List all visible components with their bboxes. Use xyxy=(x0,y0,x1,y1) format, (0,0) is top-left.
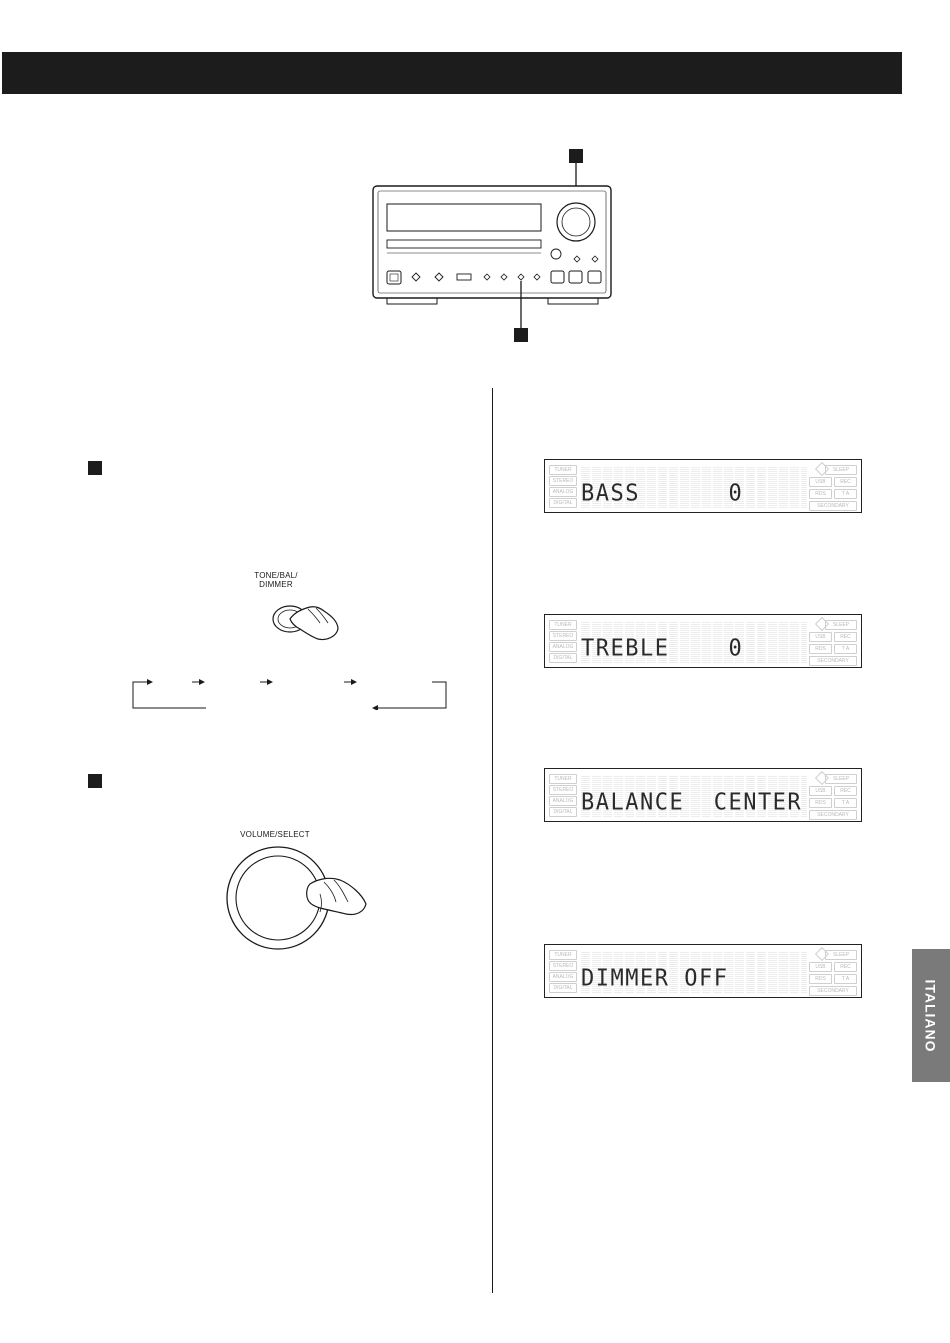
lcd-text: TREBLE 0 xyxy=(581,635,744,662)
indicator-sleep: SLEEP xyxy=(825,774,857,784)
indicator-analog: ANALOG xyxy=(549,487,577,497)
pressing-hand-icon xyxy=(289,606,339,641)
indicator-tuner: TUNER xyxy=(549,774,577,784)
indicator-usb: USB xyxy=(809,962,832,972)
page-header-bar xyxy=(2,52,902,94)
indicator-secondary: SECONDARY xyxy=(809,810,857,820)
language-tab-label: ITALIANO xyxy=(923,978,940,1053)
dot-matrix-background xyxy=(581,951,807,993)
indicator-tuner: TUNER xyxy=(549,620,577,630)
indicator-analog: ANALOG xyxy=(549,796,577,806)
indicator-ta: T A xyxy=(834,489,857,499)
indicator-stereo: STEREO xyxy=(549,631,577,641)
lcd-text: BASS 0 xyxy=(581,480,744,507)
lcd-display-treble: TUNER STEREO ANALOG DIGITAL TREBLE 0 SLE… xyxy=(544,614,862,668)
indicator-rec: REC xyxy=(834,786,857,796)
device-front-panel-illustration xyxy=(360,140,630,350)
indicator-sleep: SLEEP xyxy=(825,620,857,630)
indicator-rec: REC xyxy=(834,962,857,972)
indicator-digital: DIGITAL xyxy=(549,653,577,663)
indicator-secondary: SECONDARY xyxy=(809,986,857,996)
indicator-analog: ANALOG xyxy=(549,642,577,652)
tone-bal-dimmer-button[interactable] xyxy=(268,597,344,647)
step-marker-1 xyxy=(88,461,102,475)
indicator-rec: REC xyxy=(834,477,857,487)
column-divider xyxy=(492,388,493,1293)
dot-matrix-background xyxy=(581,621,807,663)
indicator-secondary: SECONDARY xyxy=(809,501,857,511)
indicator-stereo: STEREO xyxy=(549,476,577,486)
indicator-secondary: SECONDARY xyxy=(809,656,857,666)
indicator-rds: RDS xyxy=(809,974,832,984)
indicator-rec: REC xyxy=(834,632,857,642)
indicator-ta: T A xyxy=(834,798,857,808)
indicator-usb: USB xyxy=(809,477,832,487)
indicator-tuner: TUNER xyxy=(549,950,577,960)
indicator-stereo: STEREO xyxy=(549,785,577,795)
indicator-digital: DIGITAL xyxy=(549,807,577,817)
lcd-display-bass: TUNER STEREO ANALOG DIGITAL BASS 0 SLEEP… xyxy=(544,459,862,513)
indicator-digital: DIGITAL xyxy=(549,983,577,993)
dot-matrix-background xyxy=(581,775,807,817)
indicator-usb: USB xyxy=(809,632,832,642)
indicator-usb: USB xyxy=(809,786,832,796)
lcd-text: BALANCE CENTER xyxy=(581,789,803,816)
indicator-rds: RDS xyxy=(809,489,832,499)
dot-matrix-background xyxy=(581,466,807,508)
indicator-digital: DIGITAL xyxy=(549,498,577,508)
lcd-display-dimmer: TUNER STEREO ANALOG DIGITAL DIMMER OFF S… xyxy=(544,944,862,998)
tone-bal-dimmer-label: TONE/BAL/ DIMMER xyxy=(236,571,316,589)
indicator-ta: T A xyxy=(834,974,857,984)
indicator-sleep: SLEEP xyxy=(825,950,857,960)
indicator-stereo: STEREO xyxy=(549,961,577,971)
volume-select-label: VOLUME/SELECT xyxy=(240,830,310,839)
indicator-rds: RDS xyxy=(809,644,832,654)
indicator-sleep: SLEEP xyxy=(825,465,857,475)
volume-select-knob[interactable] xyxy=(224,842,374,958)
indicator-analog: ANALOG xyxy=(549,972,577,982)
language-tab: ITALIANO xyxy=(912,949,950,1082)
tone-bal-dimmer-label-line2: DIMMER xyxy=(259,580,293,589)
lcd-display-balance: TUNER STEREO ANALOG DIGITAL BALANCE CENT… xyxy=(544,768,862,822)
step-marker-2 xyxy=(88,774,102,788)
indicator-tuner: TUNER xyxy=(549,465,577,475)
mode-cycle-diagram xyxy=(130,674,450,711)
indicator-ta: T A xyxy=(834,644,857,654)
indicator-rds: RDS xyxy=(809,798,832,808)
lcd-text: DIMMER OFF xyxy=(581,965,729,992)
tone-bal-dimmer-label-line1: TONE/BAL/ xyxy=(254,571,298,580)
